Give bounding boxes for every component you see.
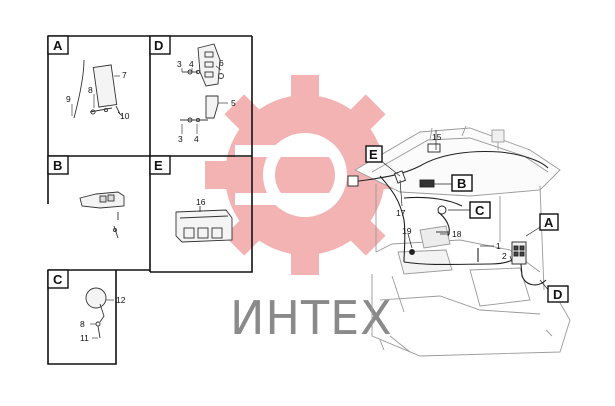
panel-e-drawing	[175, 206, 233, 243]
callout-19: 19	[402, 226, 412, 236]
panel-a-callouts	[71, 75, 123, 117]
svg-text:D: D	[154, 38, 163, 53]
panel-b-drawing	[79, 191, 125, 239]
panel-letter-e: E	[149, 155, 171, 175]
panel-letter-d: D	[149, 35, 171, 55]
callout-12: 12	[116, 295, 126, 305]
panel-c-callouts	[90, 299, 114, 339]
watermark-text: ИНТЕХ	[230, 291, 393, 345]
svg-text:E: E	[369, 147, 378, 162]
svg-text:A: A	[53, 38, 63, 53]
callout-3-lower: 3	[178, 134, 183, 144]
main-tag-b: B	[451, 174, 473, 192]
callout-8-c: 8	[80, 319, 85, 329]
main-tag-d: D	[547, 285, 569, 303]
callout-2: 2	[502, 251, 507, 261]
callout-5: 5	[231, 98, 236, 108]
panel-letter-c: C	[47, 269, 69, 289]
callout-9: 9	[66, 94, 71, 104]
svg-text:A: A	[544, 215, 554, 230]
callout-17: 17	[396, 208, 406, 218]
panel-d-callouts	[181, 65, 228, 134]
panel-letter-b: B	[47, 155, 69, 175]
callout-3: 3	[177, 59, 182, 69]
main-tag-c: C	[469, 201, 491, 219]
callout-8: 8	[88, 85, 93, 95]
svg-text:C: C	[53, 272, 63, 287]
main-tag-a: A	[539, 213, 559, 231]
panel-d-drawing	[180, 43, 224, 123]
panel-c-drawing	[85, 287, 107, 339]
panel-frames	[47, 35, 253, 365]
callout-4: 4	[189, 59, 194, 69]
svg-text:B: B	[457, 176, 466, 191]
callout-6: 6	[219, 58, 224, 68]
callout-10: 10	[120, 111, 130, 121]
callout-1: 1	[496, 241, 501, 251]
svg-text:E: E	[154, 158, 163, 173]
svg-text:C: C	[475, 203, 485, 218]
svg-text:D: D	[553, 287, 562, 302]
callout-4-lower: 4	[194, 134, 199, 144]
panel-a-drawing	[73, 59, 121, 119]
callout-18: 18	[452, 229, 462, 239]
main-cab-drawing	[354, 125, 571, 357]
callout-15: 15	[432, 132, 442, 142]
callout-7: 7	[122, 70, 127, 80]
panel-frame-c	[47, 270, 117, 365]
panel-letter-a: A	[47, 35, 69, 55]
callout-16: 16	[196, 197, 206, 207]
svg-text:B: B	[53, 158, 62, 173]
main-tag-e: E	[365, 145, 383, 163]
callout-11: 11	[80, 333, 89, 343]
